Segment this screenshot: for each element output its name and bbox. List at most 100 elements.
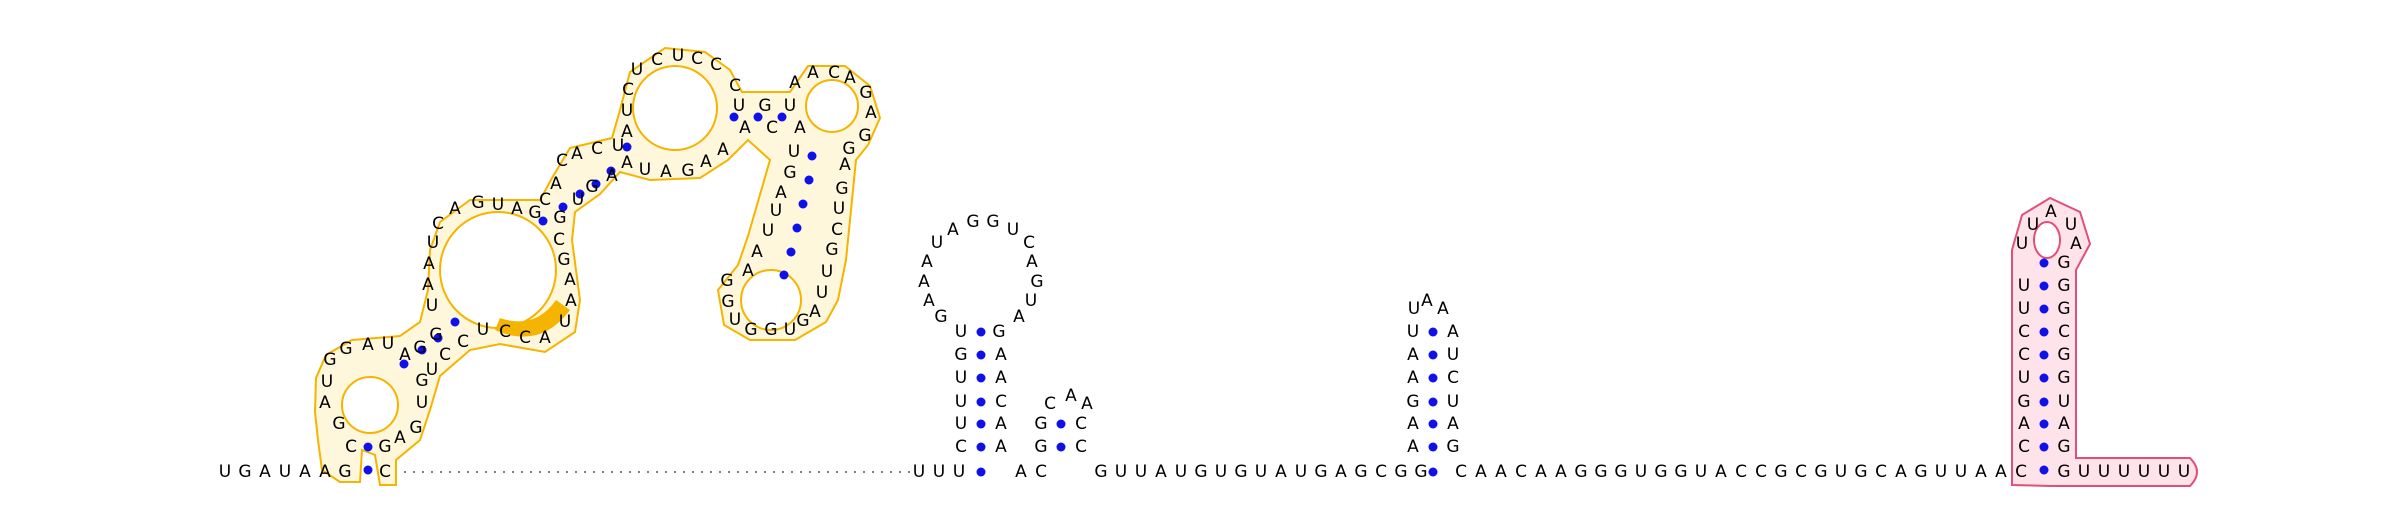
nucleotide: G bbox=[1774, 462, 1787, 482]
nucleotide: A bbox=[2045, 202, 2057, 222]
nucleotide: A bbox=[995, 368, 1007, 388]
nucleotide: A bbox=[564, 270, 576, 290]
nucleotide: C bbox=[432, 214, 444, 234]
nucleotide: U bbox=[762, 221, 774, 241]
nucleotide: G bbox=[2017, 392, 2030, 412]
nucleotide: A bbox=[565, 291, 577, 311]
nucleotide: G bbox=[1854, 462, 1867, 482]
nucleotide: G bbox=[744, 320, 757, 340]
nucleotide: C bbox=[519, 328, 531, 348]
nucleotide: A bbox=[299, 462, 311, 482]
nucleotide: U bbox=[1935, 462, 1947, 482]
nucleotide: C bbox=[2018, 437, 2030, 457]
base-pair-dot bbox=[807, 151, 817, 161]
nucleotide: U bbox=[931, 233, 943, 253]
nucleotide: C bbox=[379, 462, 391, 482]
base-pair-dot bbox=[792, 223, 802, 233]
nucleotide: G bbox=[796, 311, 809, 331]
nucleotide: A bbox=[839, 155, 851, 175]
nucleotide: A bbox=[947, 220, 959, 240]
nucleotide: U bbox=[1115, 462, 1127, 482]
domain-2-loop-hole bbox=[2033, 221, 2061, 259]
nucleotide: U bbox=[2158, 462, 2170, 482]
nucleotide: U bbox=[2138, 462, 2150, 482]
nucleotide: C bbox=[591, 139, 603, 159]
nucleotide: A bbox=[550, 174, 562, 194]
base-pair-dot bbox=[2039, 373, 2049, 383]
nucleotide: A bbox=[606, 166, 618, 186]
domain-2-outline bbox=[2011, 196, 2198, 487]
base-pair-dot bbox=[558, 202, 568, 212]
nucleotide: A bbox=[621, 153, 633, 173]
nucleotide: A bbox=[789, 73, 801, 93]
nucleotide: A bbox=[394, 428, 406, 448]
nucleotide: U bbox=[427, 233, 439, 253]
nucleotide: A bbox=[399, 345, 411, 365]
nucleotide: A bbox=[621, 122, 633, 142]
nucleotide: U bbox=[1007, 220, 1019, 240]
nucleotide: C bbox=[710, 55, 722, 75]
nucleotide: A bbox=[1715, 462, 1727, 482]
base-pair-dot bbox=[1056, 442, 1066, 452]
nucleotide: G bbox=[471, 193, 484, 213]
base-pair-dot bbox=[2039, 419, 2049, 429]
nucleotide: A bbox=[807, 63, 819, 83]
nucleotide: G bbox=[825, 240, 838, 260]
nucleotide: C bbox=[1447, 368, 1459, 388]
base-pair-dot bbox=[2039, 465, 2049, 475]
nucleotide: U bbox=[788, 142, 800, 162]
nucleotide: C bbox=[2018, 345, 2030, 365]
nucleotide: G bbox=[1034, 437, 1047, 457]
nucleotide: U bbox=[2178, 462, 2190, 482]
nucleotide: U bbox=[559, 312, 571, 332]
nucleotide: U bbox=[955, 368, 967, 388]
nucleotide: G bbox=[528, 203, 541, 223]
domain-1-loop-hole-2 bbox=[439, 211, 557, 329]
nucleotide: G bbox=[585, 177, 598, 197]
nucleotide: G bbox=[720, 271, 733, 291]
nucleotide: U bbox=[1295, 462, 1307, 482]
domain-1-loop-holes bbox=[341, 65, 859, 434]
base-pair-dot bbox=[399, 359, 409, 369]
nucleotide: U bbox=[1635, 462, 1647, 482]
nucleotide: U bbox=[1025, 291, 1037, 311]
nucleotide: G bbox=[1574, 462, 1587, 482]
nucleotide: U bbox=[2027, 215, 2039, 235]
nucleotide: G bbox=[1654, 462, 1667, 482]
nucleotide: U bbox=[733, 96, 745, 116]
base-pair-dot bbox=[363, 465, 373, 475]
nucleotide: U bbox=[426, 360, 438, 380]
base-pair-dot bbox=[976, 373, 986, 383]
nucleotide: U bbox=[672, 46, 684, 66]
nucleotide: A bbox=[921, 252, 933, 272]
nucleotide: U bbox=[953, 462, 965, 482]
nucleotide: U bbox=[2058, 392, 2070, 412]
nucleotide: U bbox=[1175, 462, 1187, 482]
domain-1-loop-hole-1 bbox=[341, 376, 399, 434]
nucleotide: A bbox=[995, 414, 1007, 434]
nucleotide: A bbox=[995, 345, 1007, 365]
nucleotide: G bbox=[339, 339, 352, 359]
nucleotide: G bbox=[378, 437, 391, 457]
nucleotide: A bbox=[717, 140, 729, 160]
nucleotide: G bbox=[409, 418, 422, 438]
nucleotide: C bbox=[1075, 414, 1087, 434]
nucleotide: U bbox=[2098, 462, 2110, 482]
nucleotide: A bbox=[660, 162, 672, 182]
nucleotide: A bbox=[2018, 414, 2030, 434]
nucleotide: G bbox=[858, 126, 871, 146]
nucleotide: C bbox=[651, 50, 663, 70]
nucleotide: A bbox=[423, 254, 435, 274]
nucleotide: A bbox=[1065, 386, 1077, 406]
nucleotide: C bbox=[2018, 322, 2030, 342]
nucleotide: U bbox=[219, 462, 231, 482]
nucleotide: U bbox=[2018, 276, 2030, 296]
nucleotide: G bbox=[557, 250, 570, 270]
nucleotide: A bbox=[2070, 234, 2082, 254]
nucleotide: C bbox=[2015, 462, 2027, 482]
domain-1-loop-hole-4 bbox=[805, 79, 859, 133]
nucleotide: A bbox=[1335, 462, 1347, 482]
base-pair-dot bbox=[798, 199, 808, 209]
nucleotide: C bbox=[345, 437, 357, 457]
